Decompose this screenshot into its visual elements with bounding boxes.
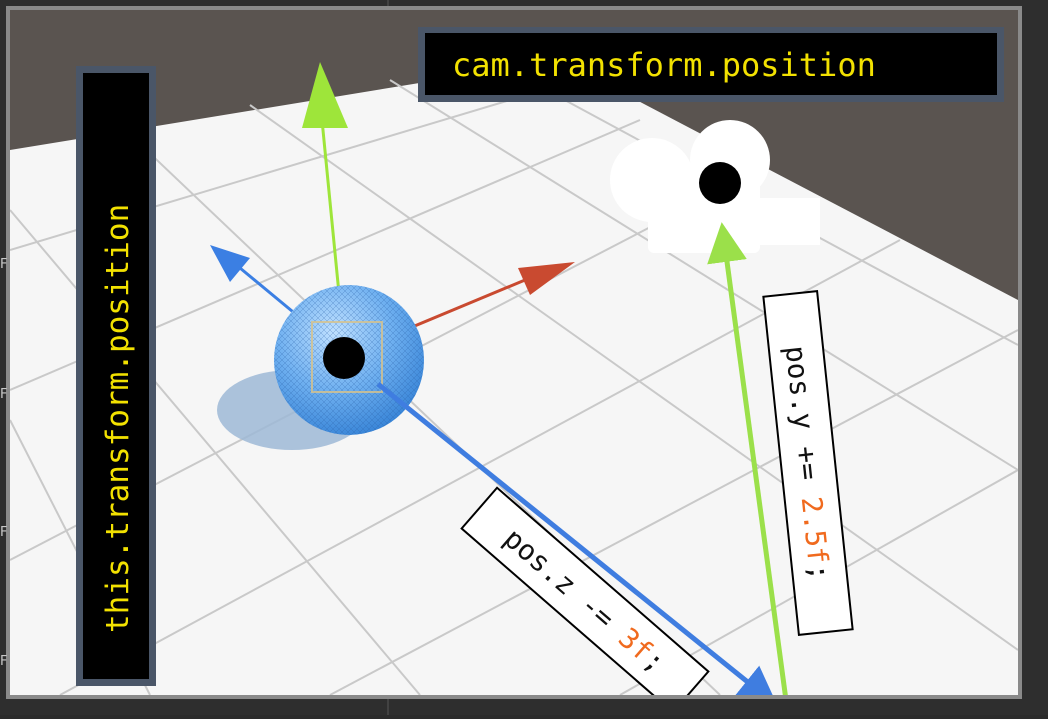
cam-position-text: cam.transform.position: [452, 46, 876, 84]
z-offset-arrow: [376, 382, 778, 695]
this-position-text: this.transform.position: [100, 204, 136, 633]
side-letter: F: [0, 525, 7, 540]
gizmo-z-cone: [210, 245, 250, 282]
this-position-dot: [323, 337, 365, 379]
side-letter: F: [0, 257, 7, 272]
cam-position-dot: [699, 162, 741, 204]
viewport: this.transform.position cam.transform.po…: [10, 10, 1018, 695]
y-code-label: pos.y += 2.5f;: [762, 290, 854, 636]
gizmo-y-cone: [302, 62, 348, 128]
y-offset-arrow: [707, 222, 788, 695]
side-letter: F: [0, 387, 7, 402]
gizmo-center-handle[interactable]: [311, 321, 383, 393]
this-position-label: this.transform.position: [76, 66, 156, 686]
side-letter: F: [0, 654, 7, 669]
gizmo-x-cone: [518, 262, 575, 295]
cam-position-label: cam.transform.position: [418, 27, 1004, 102]
